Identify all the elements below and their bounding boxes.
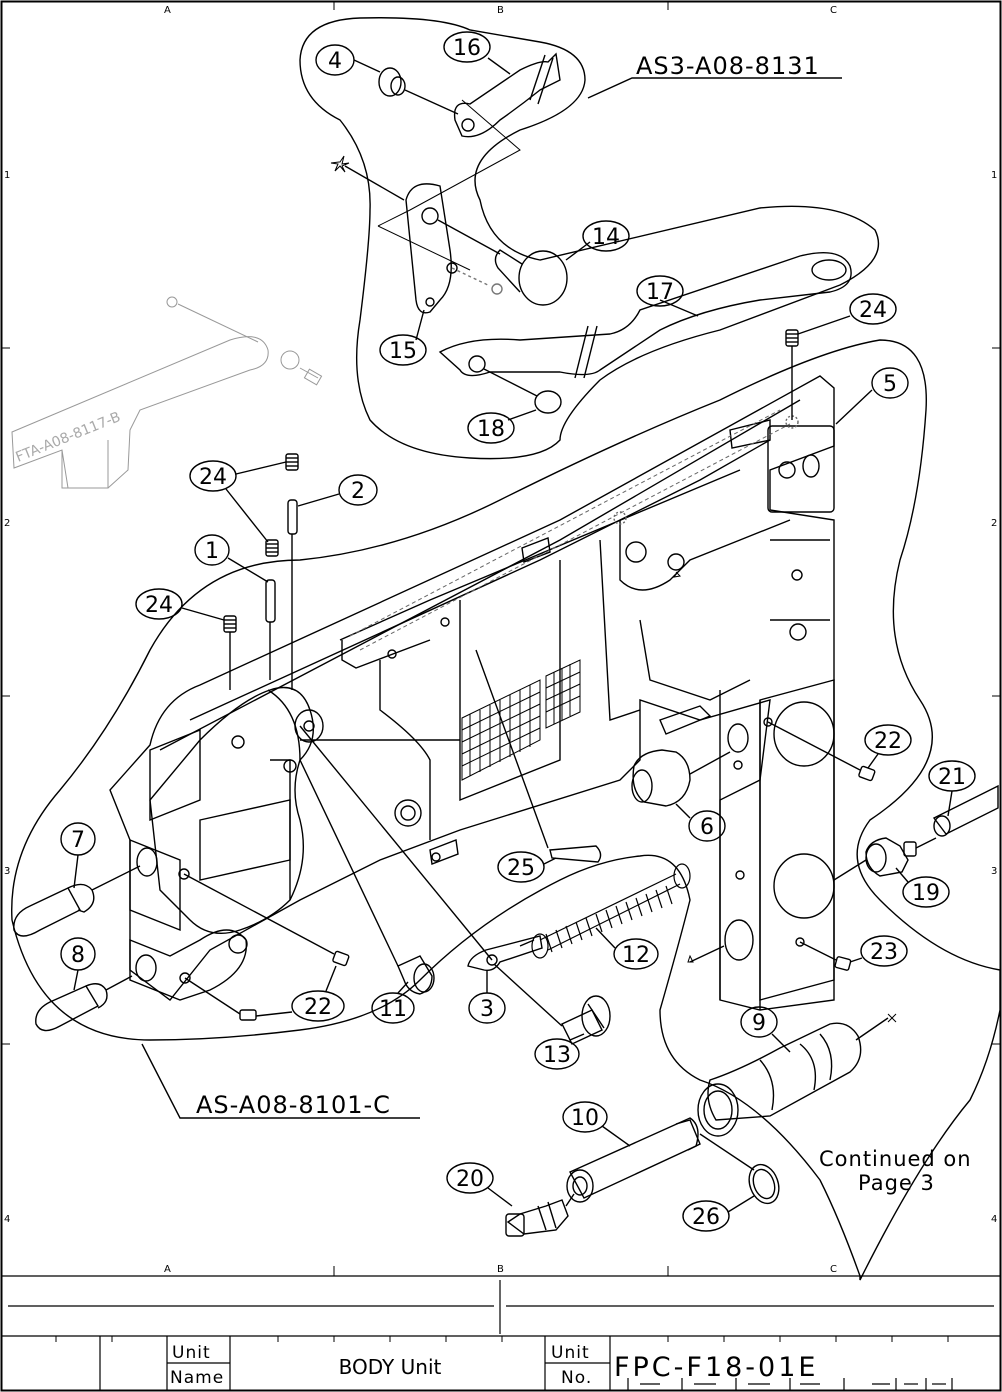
callout-1-text: 1 <box>205 539 219 564</box>
callout-26-text: 26 <box>692 1205 720 1230</box>
callout-2: 2 <box>298 475 377 506</box>
callout-14-text: 14 <box>592 225 620 250</box>
callout-22-lower-text: 22 <box>304 995 332 1020</box>
callout-7-text: 7 <box>71 828 85 853</box>
callout-10-text: 10 <box>571 1106 599 1131</box>
callout-8-text: 8 <box>71 943 85 968</box>
callout-21: 21 <box>929 761 975 816</box>
callout-9-text: 9 <box>752 1011 766 1036</box>
callout-3: 3 <box>469 970 505 1023</box>
callout-1: 1 <box>195 535 268 582</box>
unit-no-label-1: Unit <box>551 1343 590 1363</box>
grid-row-2-right: 2 <box>991 518 997 529</box>
grid-labels: A B C A B C 1 2 3 4 1 2 3 4 <box>4 5 997 1275</box>
upper-assembly-leader <box>588 78 842 98</box>
callout-2-text: 2 <box>351 479 365 504</box>
unit-name-value: BODY Unit <box>339 1355 442 1379</box>
callout-6-text: 6 <box>700 815 714 840</box>
unit-name-label-1: Unit <box>172 1343 211 1363</box>
callout-23: 23 <box>850 936 907 966</box>
callout-24-right-text: 24 <box>859 298 887 323</box>
callout-7: 7 <box>61 823 95 888</box>
callout-25-text: 25 <box>507 856 535 881</box>
grid-col-c-top: C <box>830 5 837 16</box>
continued-note-line-2: Page 3 <box>858 1171 935 1195</box>
lower-assembly-label: AS-A08-8101-C <box>196 1091 391 1119</box>
callout-23-text: 23 <box>870 940 898 965</box>
upper-assembly-label: AS3-A08-8131 <box>636 52 820 80</box>
callout-19-text: 19 <box>912 881 940 906</box>
callout-15: 15 <box>380 335 426 365</box>
callout-26: 26 <box>683 1196 754 1231</box>
callout-24-left-text: 24 <box>145 593 173 618</box>
callout-4: 4 <box>316 45 354 75</box>
callout-12: 12 <box>596 928 658 969</box>
callout-19: 19 <box>896 868 949 907</box>
grid-col-c-bottom: C <box>830 1264 837 1275</box>
callout-4-text: 4 <box>328 49 342 74</box>
unit-name-label-2: Name <box>170 1368 224 1388</box>
grid-row-1-left: 1 <box>4 170 10 181</box>
grid-col-a-top: A <box>164 5 171 16</box>
grid-row-3-right: 3 <box>991 866 997 877</box>
callout-20-text: 20 <box>456 1167 484 1192</box>
grid-row-3-left: 3 <box>4 866 10 877</box>
grid-row-4-left: 4 <box>4 1214 10 1225</box>
callout-21-text: 21 <box>938 765 966 790</box>
callout-15-text: 15 <box>389 339 417 364</box>
callout-18: 18 <box>468 413 514 443</box>
grid-col-b-top: B <box>497 5 504 16</box>
grid-ticks <box>2 2 1000 1276</box>
callout-11-text: 11 <box>379 997 407 1022</box>
callout-17-text: 17 <box>646 280 674 305</box>
callout-17: 17 <box>637 276 683 306</box>
callout-3-text: 3 <box>480 997 494 1022</box>
ghost-part-label: FTA-A08-8117-B <box>14 409 123 466</box>
callout-24-upper-left-text: 24 <box>199 465 227 490</box>
callout-24-right: 24 <box>798 294 896 334</box>
callout-5: 5 <box>836 368 908 424</box>
title-block: Unit Name BODY Unit Unit No. FPC-F18-01E <box>2 1276 1000 1390</box>
unit-no-label-2: No. <box>561 1368 592 1388</box>
callout-10: 10 <box>563 1102 630 1146</box>
callout-16: 16 <box>444 32 490 62</box>
callout-22-right-text: 22 <box>874 729 902 754</box>
grid-row-2-left: 2 <box>4 518 10 529</box>
callout-16-text: 16 <box>453 36 481 61</box>
callout-12-text: 12 <box>622 943 650 968</box>
callout-22-right: 22 <box>865 725 911 768</box>
callout-24-upper-left: 24 <box>190 461 286 542</box>
ghost-reference-part: FTA-A08-8117-B <box>12 297 322 488</box>
callout-8: 8 <box>61 938 95 990</box>
callout-13-text: 13 <box>543 1043 571 1068</box>
unit-no-value: FPC-F18-01E <box>614 1352 818 1383</box>
callout-14: 14 <box>583 221 629 251</box>
callout-22-lower: 22 <box>256 966 344 1021</box>
grid-col-a-bottom: A <box>164 1264 171 1275</box>
callout-9: 9 <box>741 1007 790 1052</box>
callout-13: 13 <box>535 1034 584 1069</box>
callout-20: 20 <box>447 1163 512 1206</box>
callout-24-left: 24 <box>136 589 224 620</box>
lower-assembly-parts <box>14 330 998 1044</box>
lower-assembly-outline <box>12 340 1000 1280</box>
grid-row-4-right: 4 <box>991 1214 997 1225</box>
grid-col-b-bottom: B <box>497 1264 504 1275</box>
continued-note-line-1: Continued on <box>819 1147 972 1171</box>
callout-6: 6 <box>676 804 725 841</box>
callout-18-text: 18 <box>477 417 505 442</box>
grid-row-1-right: 1 <box>991 170 997 181</box>
callout-25: 25 <box>498 852 556 882</box>
callout-5-text: 5 <box>883 372 897 397</box>
